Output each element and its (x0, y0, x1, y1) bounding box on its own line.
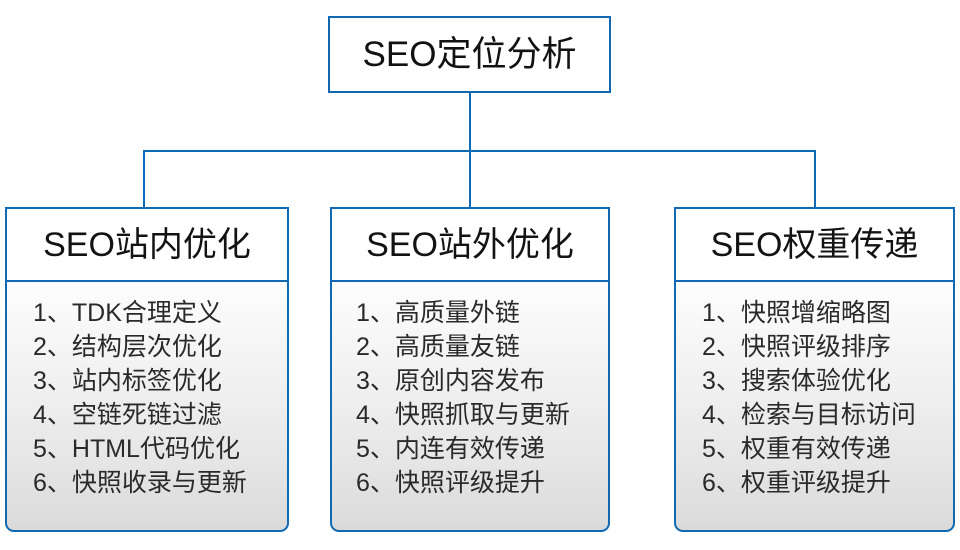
branch-3-body: 1、快照增缩略图 2、快照评级排序 3、搜索体验优化 4、检索与目标访问 5、权… (674, 282, 955, 532)
list-item: 3、搜索体验优化 (702, 367, 891, 395)
list-item: 1、高质量外链 (356, 299, 520, 327)
list-item: 6、快照收录与更新 (33, 469, 247, 497)
branch-2-body: 1、高质量外链 2、高质量友链 3、原创内容发布 4、快照抓取与更新 5、内连有… (330, 282, 610, 532)
branch-2-header[interactable]: SEO站外优化 (330, 207, 610, 282)
branch-1-list: 1、TDK合理定义 2、结构层次优化 3、站内标签优化 4、空链死链过滤 5、H… (7, 296, 287, 500)
list-item: 5、内连有效传递 (356, 435, 545, 463)
list-item: 1、TDK合理定义 (33, 299, 222, 327)
list-item: 2、快照评级排序 (702, 333, 891, 361)
branch-3-header[interactable]: SEO权重传递 (674, 207, 955, 282)
branch-3-header-label: SEO权重传递 (710, 225, 919, 264)
connector-drop-branch-3 (814, 150, 816, 208)
list-item: 2、结构层次优化 (33, 333, 222, 361)
branch-1-body: 1、TDK合理定义 2、结构层次优化 3、站内标签优化 4、空链死链过滤 5、H… (5, 282, 289, 532)
list-item: 4、空链死链过滤 (33, 401, 222, 429)
branch-node-1: SEO站内优化 1、TDK合理定义 2、结构层次优化 3、站内标签优化 4、空链… (5, 207, 289, 532)
branch-node-3: SEO权重传递 1、快照增缩略图 2、快照评级排序 3、搜索体验优化 4、检索与… (674, 207, 955, 532)
branch-1-header[interactable]: SEO站内优化 (5, 207, 289, 282)
root-node-label: SEO定位分析 (362, 35, 577, 74)
connector-drop-branch-1 (143, 150, 145, 208)
list-item: 6、快照评级提升 (356, 469, 545, 497)
root-node[interactable]: SEO定位分析 (328, 16, 611, 93)
branch-3-list: 1、快照增缩略图 2、快照评级排序 3、搜索体验优化 4、检索与目标访问 5、权… (676, 296, 953, 500)
list-item: 3、站内标签优化 (33, 367, 222, 395)
list-item: 3、原创内容发布 (356, 367, 545, 395)
connector-horizontal-bus (143, 150, 816, 152)
list-item: 2、高质量友链 (356, 333, 520, 361)
connector-drop-branch-2 (469, 150, 471, 208)
list-item: 4、检索与目标访问 (702, 401, 916, 429)
list-item: 6、权重评级提升 (702, 469, 891, 497)
list-item: 4、快照抓取与更新 (356, 401, 570, 429)
branch-2-list: 1、高质量外链 2、高质量友链 3、原创内容发布 4、快照抓取与更新 5、内连有… (332, 296, 608, 500)
branch-node-2: SEO站外优化 1、高质量外链 2、高质量友链 3、原创内容发布 4、快照抓取与… (330, 207, 610, 532)
branch-2-header-label: SEO站外优化 (366, 225, 574, 264)
connector-root-stem (469, 92, 471, 151)
list-item: 5、权重有效传递 (702, 435, 891, 463)
list-item: 1、快照增缩略图 (702, 299, 891, 327)
list-item: 5、HTML代码优化 (33, 435, 240, 463)
branch-1-header-label: SEO站内优化 (43, 225, 251, 264)
